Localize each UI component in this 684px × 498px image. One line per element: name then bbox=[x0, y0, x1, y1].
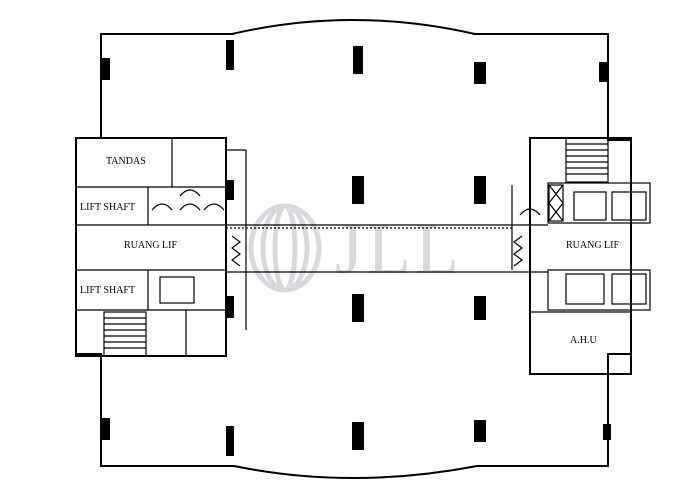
column bbox=[352, 422, 364, 450]
label-ahu: A.H.U bbox=[570, 335, 597, 346]
structural-columns bbox=[102, 40, 611, 456]
right-lift-bank-bottom bbox=[547, 269, 651, 311]
column bbox=[603, 424, 611, 440]
label-lift-shaft-top: LIFT SHAFT bbox=[80, 202, 135, 213]
jll-watermark: JLL bbox=[248, 203, 463, 293]
column bbox=[226, 426, 234, 456]
right-stairs bbox=[565, 137, 609, 183]
label-ruang-lif-right: RUANG LIF bbox=[566, 240, 619, 251]
left-core bbox=[75, 137, 247, 357]
column bbox=[474, 176, 486, 204]
column bbox=[474, 420, 486, 442]
label-tandas: TANDAS bbox=[106, 156, 146, 167]
lift-car-left bbox=[159, 276, 195, 304]
right-lift-bank-top bbox=[547, 182, 651, 224]
column bbox=[102, 418, 110, 440]
column bbox=[352, 176, 364, 204]
label-lift-shaft-bottom: LIFT SHAFT bbox=[80, 285, 135, 296]
jll-logo-ring-mid bbox=[260, 203, 310, 293]
jll-logo-ring-inner bbox=[272, 203, 298, 293]
column bbox=[474, 296, 486, 320]
right-core bbox=[511, 137, 651, 375]
column bbox=[599, 62, 607, 82]
column bbox=[474, 62, 486, 84]
column bbox=[353, 46, 363, 74]
column bbox=[226, 180, 234, 200]
column bbox=[102, 58, 110, 80]
left-stairs bbox=[103, 311, 147, 357]
column bbox=[226, 296, 234, 318]
label-ruang-lif-left: RUANG LIF bbox=[124, 240, 177, 251]
central-corridor bbox=[226, 224, 548, 273]
column bbox=[352, 294, 364, 322]
building-outline bbox=[75, 19, 632, 479]
column bbox=[226, 40, 234, 70]
jll-watermark-text: JLL bbox=[335, 209, 463, 289]
left-core-outline bbox=[75, 137, 227, 357]
